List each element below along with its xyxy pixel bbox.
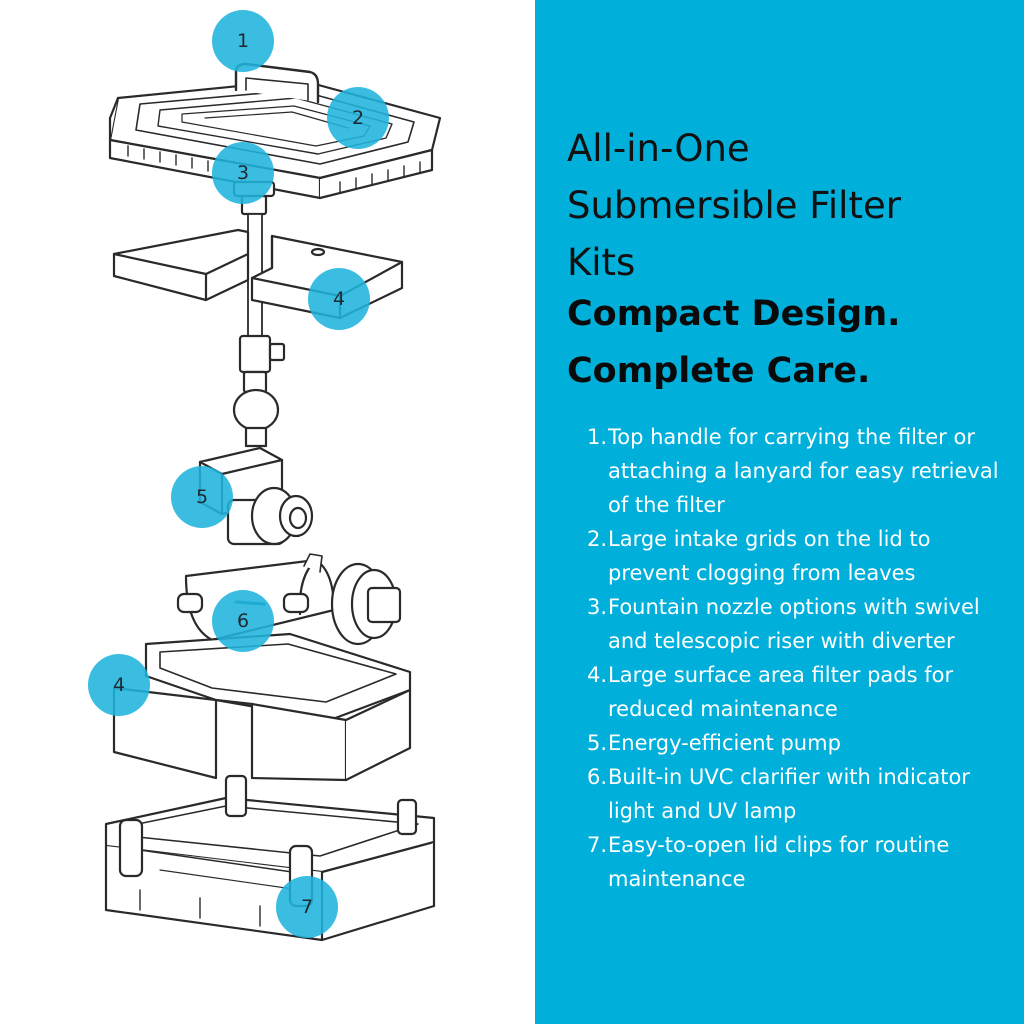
feature-number: 6. [586,765,607,789]
feature-number: 7. [586,833,607,857]
feature-item-5: 5. Energy-efficient pump [579,726,999,760]
feature-number: 3. [586,595,607,619]
feature-text: Easy-to-open lid clips for routine maint… [608,833,950,891]
callout-4-upper: 4 [308,268,370,330]
diagram-area: 1 2 3 4 5 6 4 7 [88,10,442,942]
callout-6: 6 [212,590,274,652]
panel-subtitle: Compact Design. Complete Care. [567,286,997,400]
subtitle-line-2: Complete Care. [567,351,871,391]
callout-1: 1 [212,10,274,72]
feature-text: Energy-efficient pump [608,731,841,755]
feature-item-6: 6. Built-in UVC clarifier with indicator… [579,760,999,828]
info-panel: All-in-One Submersible Filter Kits Compa… [535,0,1024,1024]
filter-housing-icon [104,774,436,942]
title-line-3: Kits [567,241,636,284]
callout-5: 5 [171,466,233,528]
callout-3: 3 [212,142,274,204]
feature-text: Large intake grids on the lid to prevent… [608,527,931,585]
feature-item-1: 1. Top handle for carrying the filter or… [579,420,999,522]
feature-text: Large surface area filter pads for reduc… [608,663,954,721]
feature-text: Top handle for carrying the filter or at… [608,425,999,517]
feature-number: 4. [586,663,607,687]
exploded-view-diagram [104,62,442,942]
filter-lid-icon [108,62,442,200]
feature-text: Built-in UVC clarifier with indicator li… [608,765,970,823]
feature-item-4: 4. Large surface area filter pads for re… [579,658,999,726]
fountain-nozzle-icon [232,180,286,448]
feature-item-2: 2. Large intake grids on the lid to prev… [579,522,999,590]
feature-number: 5. [586,731,607,755]
pump-icon [198,446,314,546]
feature-list: 1. Top handle for carrying the filter or… [579,420,999,896]
feature-text: Fountain nozzle options with swivel and … [608,595,980,653]
title-line-2: Submersible Filter [567,184,901,227]
callout-2: 2 [327,87,389,149]
feature-number: 1. [586,425,607,449]
feature-item-3: 3. Fountain nozzle options with swivel a… [579,590,999,658]
panel-title: All-in-One Submersible Filter Kits [567,120,997,291]
callout-4-lower: 4 [88,654,150,716]
uvc-clarifier-icon [176,553,402,646]
feature-item-7: 7. Easy-to-open lid clips for routine ma… [579,828,999,896]
feature-number: 2. [586,527,607,551]
filter-pad-lower-icon [112,632,412,782]
title-line-1: All-in-One [567,127,750,170]
callout-7: 7 [276,876,338,938]
subtitle-line-1: Compact Design. [567,294,901,334]
